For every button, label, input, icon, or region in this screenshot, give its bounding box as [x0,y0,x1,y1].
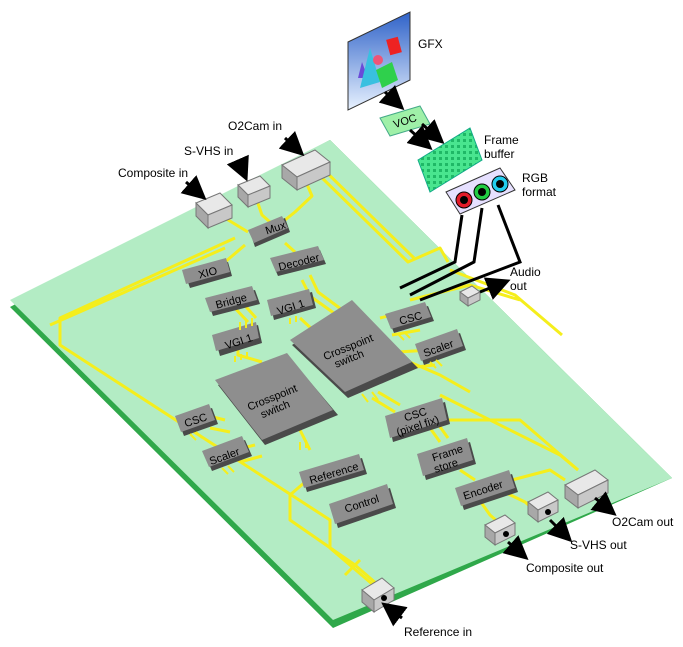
arrow-gfx-to-voc [378,84,405,111]
chip-pins [189,316,443,475]
arrows-voc-to-framebuffer [406,119,445,150]
chip-mux: Mux [248,216,290,247]
chip-crosspoint-right: Crosspoint switch [290,300,418,398]
o2cam-out-label: O2Cam out [612,515,674,529]
chip-frame-store: Frame store [417,438,476,480]
voc-block: VOC [379,105,431,137]
chip-control: Control [329,484,396,528]
chip-csc-top: CSC [385,302,434,333]
audio-out-label-2: out [510,279,527,293]
frame-buffer-label-1: Frame [484,133,519,147]
chip-vgi1-left: VGI 1 [212,322,262,356]
rgb-format-block [445,167,516,215]
connector-svhs-out [527,491,559,524]
reference-in-label: Reference in [404,625,472,639]
connector-composite-out [484,514,516,547]
io-arrows [180,130,617,627]
svhs-in-label: S-VHS in [184,144,233,158]
chip-encoder: Encoder [455,470,518,510]
black-cables [399,204,522,302]
chip-scaler-top: Scaler [415,329,466,365]
connector-svhs-in [237,175,271,209]
audio-out-label-1: Audio [510,265,541,279]
frame-buffer-block [417,127,483,193]
o2cam-in-label: O2Cam in [228,119,282,133]
gfx-label: GFX [418,37,443,51]
svhs-out-label: S-VHS out [570,538,627,552]
chip-crosspoint-left: Crosspoint switch [215,353,338,445]
connector-composite-in [195,192,233,230]
chip-xio: XIO [182,258,232,288]
chip-bridge: Bridge [205,286,260,316]
rgb-format-label-1: RGB [522,171,548,185]
connector-reference-in [361,577,395,614]
chip-decoder: Decoder [270,246,326,276]
connector-o2cam-in [281,149,331,192]
composite-in-label: Composite in [118,166,188,180]
chip-xio-label: XIO [197,265,219,282]
composite-out-label: Composite out [526,561,604,575]
connector-audio-out [459,285,481,307]
chip-vgi1-right: VGI 1 [267,289,316,320]
chip-csc-top-label: CSC [398,310,424,328]
gfx-block [347,11,411,111]
frame-buffer-label-2: buffer [484,147,514,161]
chip-csc-left: CSC [175,404,218,436]
chip-scaler-left: Scaler [202,436,252,471]
chip-reference: Reference [299,454,367,492]
rgb-format-label-2: format [522,185,557,199]
